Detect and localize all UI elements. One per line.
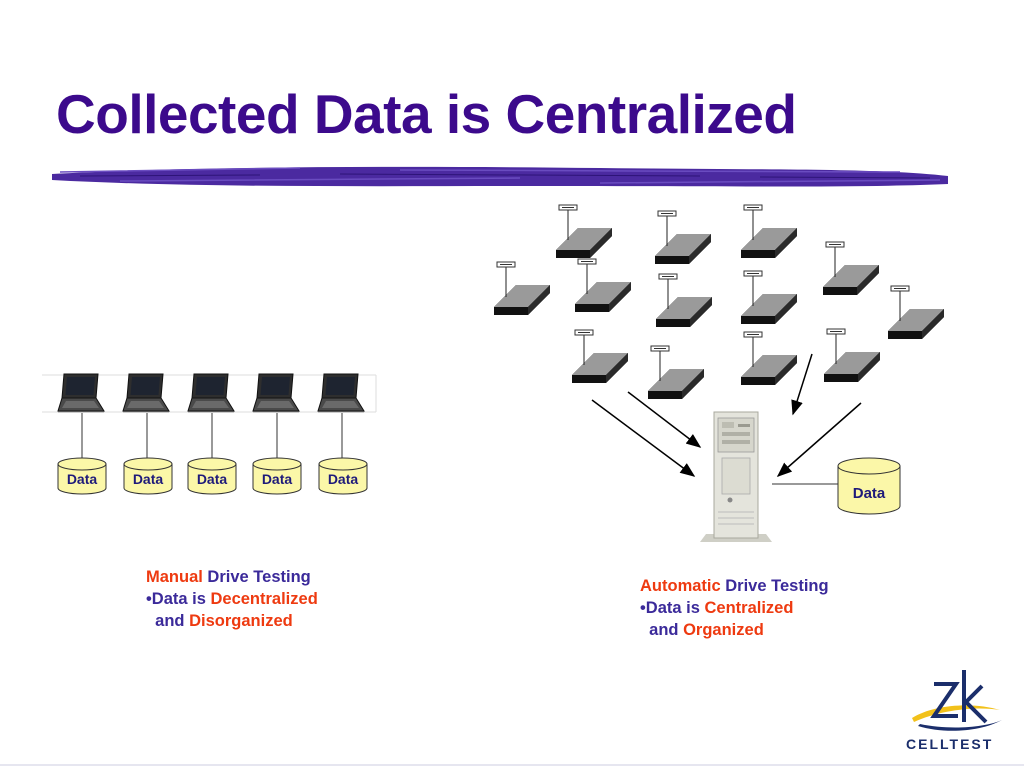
rack-unit-with-antenna-icon xyxy=(655,273,713,328)
rack-unit-with-antenna-icon xyxy=(654,210,712,265)
rack-unit-with-antenna-icon xyxy=(887,285,945,340)
rack-unit-with-antenna-icon xyxy=(571,329,629,384)
caption-text: Drive Testing xyxy=(202,568,311,586)
laptop-row xyxy=(42,373,377,413)
caption-text: and xyxy=(640,621,684,639)
database-cylinder-icon xyxy=(837,466,901,515)
manual-testing-caption: Manual Drive Testing •Data is Decentrali… xyxy=(146,566,318,632)
caption-bullet: •Data is xyxy=(640,599,705,617)
rack-unit-with-antenna-icon xyxy=(823,328,881,383)
rack-unit-with-antenna-icon xyxy=(822,241,880,296)
caption-state: Disorganized xyxy=(189,612,293,630)
local-databases: Data Data Data Data Data xyxy=(57,457,368,495)
zk-celltest-logo-icon xyxy=(912,670,1002,731)
title-brush-underline xyxy=(52,166,948,187)
caption-text: Drive Testing xyxy=(720,577,829,595)
rack-unit-with-antenna-icon xyxy=(647,345,705,400)
tower-server-icon xyxy=(700,411,772,542)
caption-method: Manual xyxy=(146,568,203,586)
slide-title: Collected Data is Centralized xyxy=(56,83,797,145)
database-label: Data xyxy=(262,471,293,487)
footer-divider xyxy=(0,764,1024,766)
laptop-icon xyxy=(252,373,300,413)
rack-unit-with-antenna-icon xyxy=(740,331,798,386)
caption-state: Decentralized xyxy=(210,590,318,608)
rack-unit-with-antenna-icon xyxy=(740,204,798,259)
logo-wordmark: CELLTEST xyxy=(906,736,994,752)
rack-unit-with-antenna-icon xyxy=(574,258,632,313)
rack-unit-with-antenna-icon xyxy=(493,261,551,316)
rack-unit-with-antenna-icon xyxy=(740,270,798,325)
laptop-icon xyxy=(187,373,235,413)
caption-bullet: •Data is xyxy=(146,590,211,608)
laptop-icon xyxy=(57,373,105,413)
central-database: Data xyxy=(837,457,901,515)
laptop-icon xyxy=(122,373,170,413)
laptop-connectors xyxy=(81,413,343,460)
remote-devices xyxy=(493,204,945,400)
caption-state: Centralized xyxy=(704,599,794,617)
database-label: Data xyxy=(328,471,359,487)
upload-arrows xyxy=(591,353,862,477)
central-database-label: Data xyxy=(853,485,886,502)
caption-method: Automatic xyxy=(640,577,721,595)
database-label: Data xyxy=(197,471,228,487)
database-label: Data xyxy=(133,471,164,487)
rack-unit-with-antenna-icon xyxy=(555,204,613,259)
caption-state: Organized xyxy=(683,621,764,639)
automatic-testing-caption: Automatic Drive Testing •Data is Central… xyxy=(640,575,829,641)
caption-text: and xyxy=(146,612,190,630)
laptop-icon xyxy=(317,373,365,413)
database-label: Data xyxy=(67,471,98,487)
